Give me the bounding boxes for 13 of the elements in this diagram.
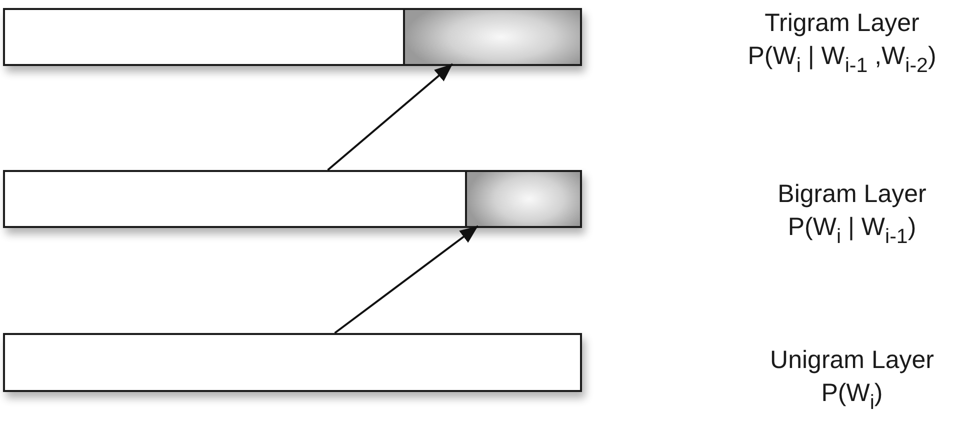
arrow (334, 225, 479, 334)
layer-bar (3, 333, 582, 392)
shaded-segment (465, 172, 580, 226)
shaded-segment (403, 10, 580, 64)
layer-bar (3, 8, 582, 66)
probability-formula: P(W$_{i}$ | W$_{i-1}$ ,W$_{i-2}$) (748, 42, 936, 70)
layer-title: Unigram Layer (770, 346, 934, 374)
layer-title: Bigram Layer (778, 180, 926, 208)
probability-formula: P(W$_{i}$ | W$_{i-1}$) (788, 213, 916, 241)
arrow (327, 63, 454, 171)
layer-bar (3, 170, 582, 228)
layer-title: Trigram Layer (764, 9, 920, 37)
probability-formula: P(W$_{i}$) (821, 379, 883, 407)
